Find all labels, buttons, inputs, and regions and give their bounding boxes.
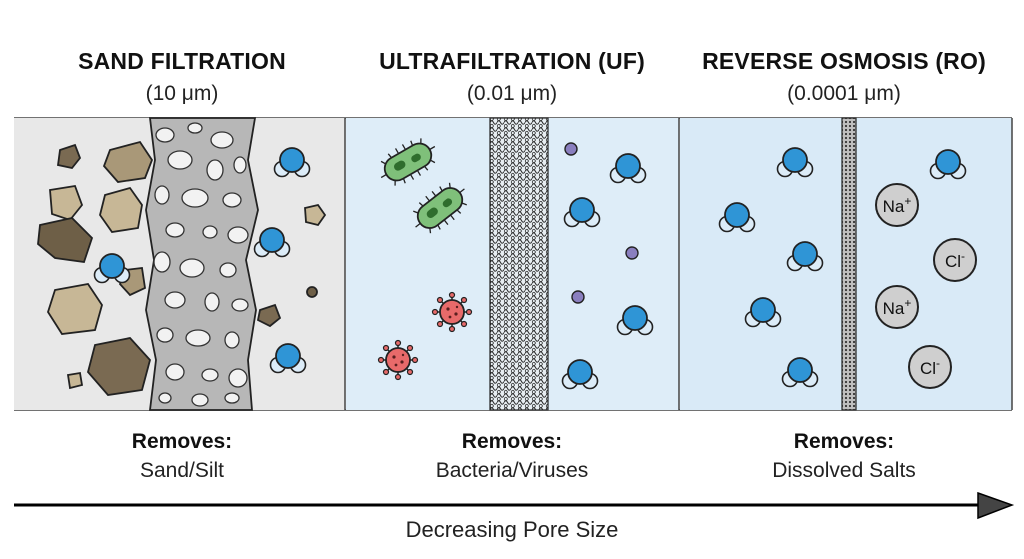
ion-chloride-1: Cl- <box>933 238 977 282</box>
ion-sodium-2: Na+ <box>875 285 919 329</box>
sediment-particles <box>37 140 327 396</box>
removes-value-ro: Dissolved Salts <box>772 459 916 482</box>
stage-pore-size-uf: (0.01 μm) <box>466 82 558 105</box>
removes-heading-uf: Removes: <box>461 430 563 453</box>
ion-sodium-1: Na+ <box>875 183 919 227</box>
small-particles <box>564 142 639 304</box>
axis-label: Decreasing Pore Size <box>405 517 619 542</box>
pore-size-arrow <box>14 491 1015 520</box>
stage-title-uf: ULTRAFILTRATION (UF) <box>379 48 645 74</box>
stage-title-ro: REVERSE OSMOSIS (RO) <box>702 48 986 74</box>
ultrafiltration-panel <box>346 117 680 411</box>
removes-value-uf: Bacteria/Viruses <box>435 459 589 482</box>
ro-membrane <box>841 117 857 411</box>
sand-filter-media <box>145 117 259 411</box>
svg-text:Cl-: Cl- <box>920 356 940 378</box>
ion-chloride-2: Cl- <box>908 345 952 389</box>
uf-membrane <box>489 117 549 411</box>
stage-pore-size-sand: (10 μm) <box>145 82 219 105</box>
sand-filtration-panel <box>14 117 346 411</box>
removes-value-sand: Sand/Silt <box>139 459 225 482</box>
removes-heading-sand: Removes: <box>131 430 233 453</box>
svg-text:Cl-: Cl- <box>945 249 965 271</box>
stage-pore-size-ro: (0.0001 μm) <box>787 82 901 105</box>
stage-title-sand: SAND FILTRATION <box>78 48 286 74</box>
svg-text:Na+: Na+ <box>883 194 912 216</box>
reverse-osmosis-panel: Na+ Cl- Na+ Cl- <box>680 117 1013 411</box>
removes-heading-ro: Removes: <box>793 430 895 453</box>
svg-text:Na+: Na+ <box>883 296 912 318</box>
